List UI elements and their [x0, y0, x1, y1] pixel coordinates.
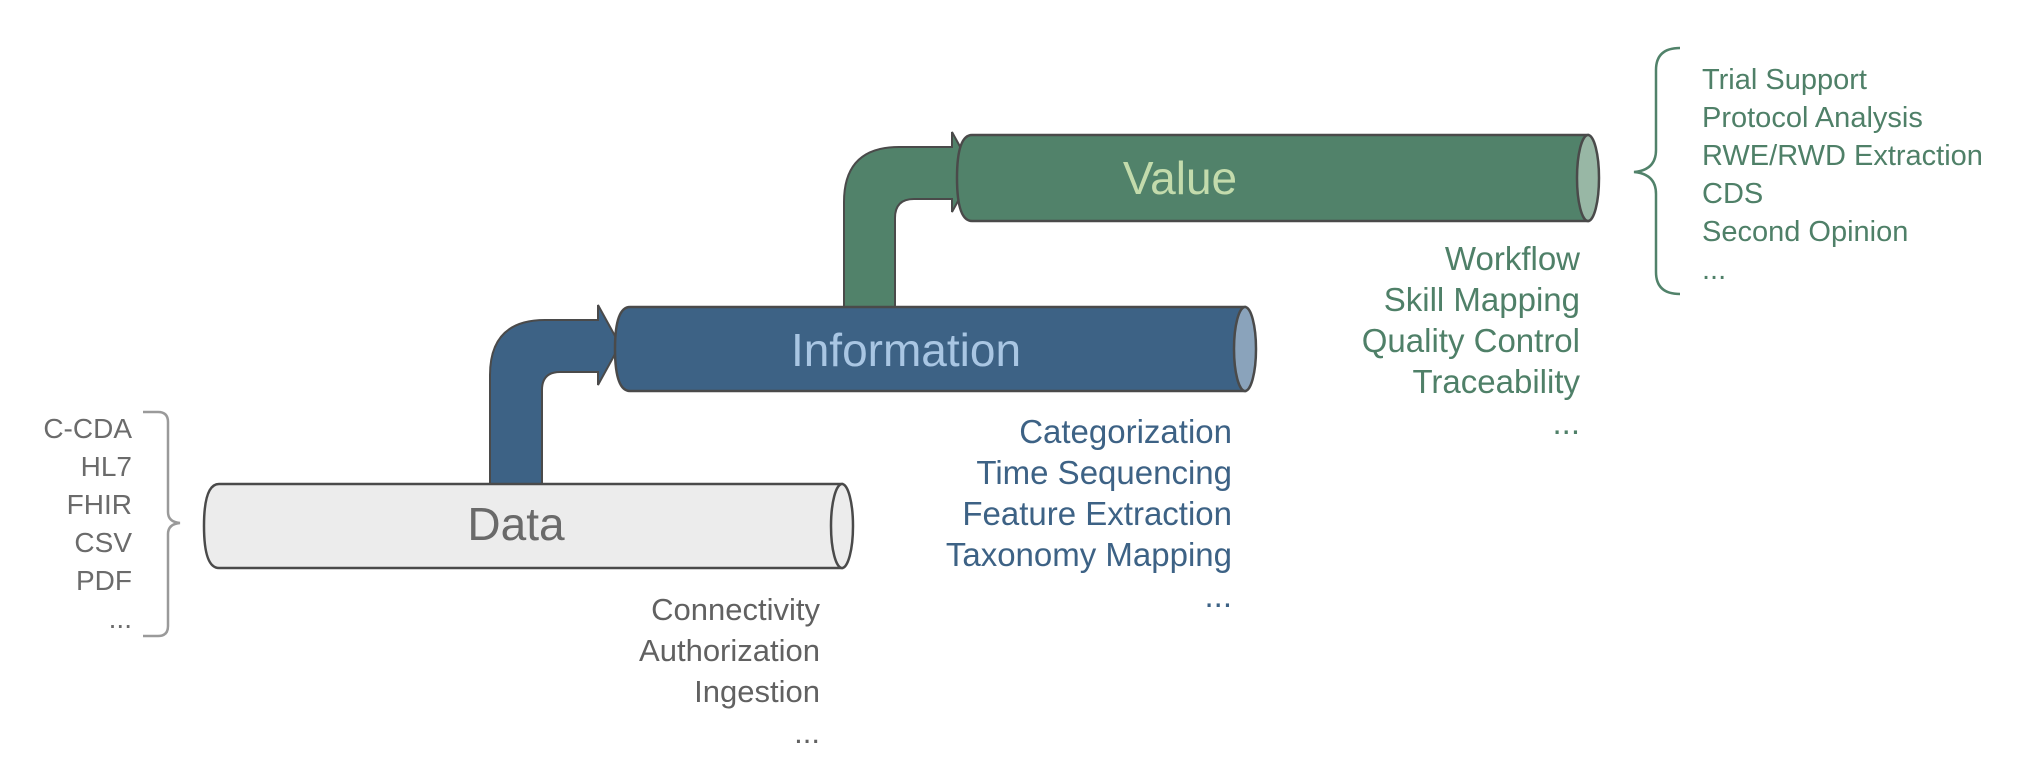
- list-item: Second Opinion: [1702, 216, 1908, 248]
- outcomes-brace: [1633, 46, 1681, 296]
- list-item: Quality Control: [1362, 322, 1580, 359]
- list-item: HL7: [81, 451, 132, 482]
- information-pipe: Information: [613, 305, 1258, 393]
- list-item: Categorization: [1019, 413, 1232, 450]
- list-item: C-CDA: [43, 413, 132, 444]
- list-item: CSV: [74, 527, 132, 558]
- list-item: Connectivity: [651, 592, 820, 627]
- list-item: Time Sequencing: [976, 454, 1232, 491]
- sources-brace: [143, 410, 181, 638]
- list-item: ...: [1204, 577, 1232, 614]
- list-item: CDS: [1702, 178, 1763, 210]
- list-item: Taxonomy Mapping: [946, 536, 1232, 573]
- list-item: PDF: [76, 565, 132, 596]
- list-item: Feature Extraction: [962, 495, 1232, 532]
- value-pipe-end: [1575, 133, 1601, 223]
- list-item: Ingestion: [694, 674, 820, 709]
- data-pipe: Data: [202, 482, 855, 570]
- list-item: ...: [1702, 254, 1726, 286]
- list-item: Protocol Analysis: [1702, 102, 1923, 134]
- value-outcomes-list: Trial Support Protocol Analysis RWE/RWD …: [1702, 64, 1983, 286]
- value-title: Value: [1123, 152, 1237, 204]
- connector-data-to-information: [489, 304, 622, 485]
- information-title: Information: [791, 324, 1021, 376]
- value-pipe: Value: [955, 133, 1601, 223]
- connector-information-to-value: [843, 131, 976, 313]
- list-item: Workflow: [1445, 240, 1580, 277]
- list-item: ...: [1552, 404, 1580, 441]
- list-item: ...: [794, 715, 820, 750]
- information-pipe-end: [1232, 305, 1258, 393]
- list-item: RWE/RWD Extraction: [1702, 140, 1983, 172]
- information-capabilities-list: Categorization Time Sequencing Feature E…: [946, 413, 1232, 614]
- list-item: ...: [109, 603, 132, 634]
- list-item: FHIR: [67, 489, 132, 520]
- list-item: Skill Mapping: [1384, 281, 1580, 318]
- data-title: Data: [467, 498, 565, 550]
- list-item: Traceability: [1413, 363, 1581, 400]
- data-sources-list: C-CDA HL7 FHIR CSV PDF ...: [43, 413, 132, 634]
- value-capabilities-list: Workflow Skill Mapping Quality Control T…: [1362, 240, 1581, 441]
- list-item: Authorization: [639, 633, 820, 668]
- data-pipe-end: [829, 482, 855, 570]
- list-item: Trial Support: [1702, 64, 1867, 96]
- data-capabilities-list: Connectivity Authorization Ingestion ...: [639, 592, 820, 750]
